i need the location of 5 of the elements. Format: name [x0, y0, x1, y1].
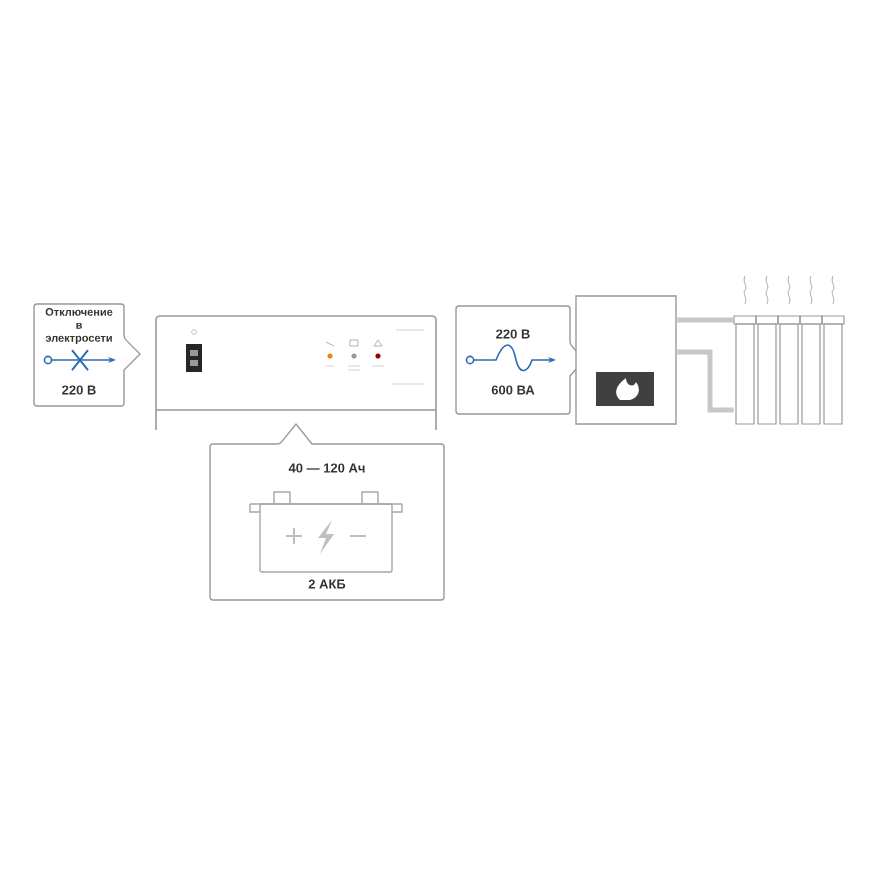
- pipe: [676, 349, 734, 413]
- device-drawing: [155, 315, 437, 431]
- pipe: [676, 317, 734, 323]
- radiator-drawing: [733, 275, 845, 425]
- boiler-drawing: [575, 295, 677, 425]
